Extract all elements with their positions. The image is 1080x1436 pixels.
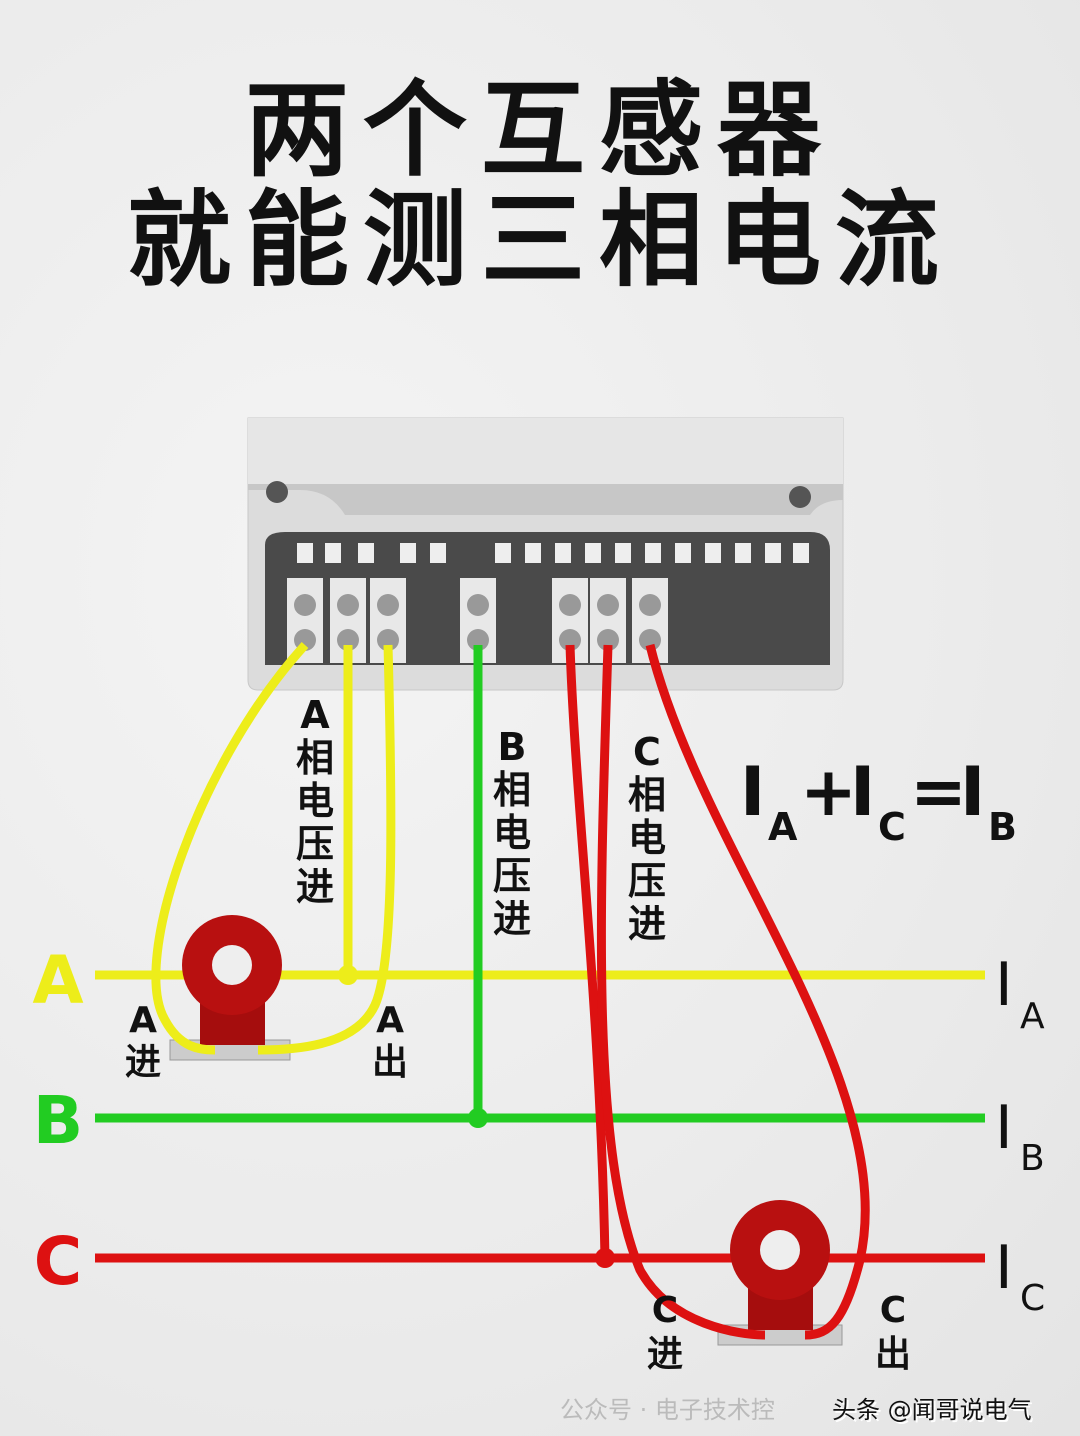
ct-label-a-in: 进 bbox=[125, 1042, 161, 1083]
current-transformer-c bbox=[717, 1200, 843, 1346]
formula-sub: A bbox=[768, 805, 798, 849]
watermark-main: 头条 @闻哥说电气 bbox=[832, 1396, 1032, 1424]
voltage-label-a: 压 bbox=[296, 822, 334, 866]
formula-i: I bbox=[960, 753, 985, 832]
phase-a-label: A bbox=[32, 942, 83, 1019]
screw-icon bbox=[266, 481, 288, 503]
terminal-slot bbox=[430, 543, 446, 563]
terminal-slot bbox=[705, 543, 721, 563]
current-ic-sub: C bbox=[1020, 1278, 1045, 1319]
phase-a-wires bbox=[151, 641, 396, 1055]
current-ib: I bbox=[995, 1093, 1013, 1163]
ct-label-a-out: 出 bbox=[372, 1042, 408, 1083]
current-ic: I bbox=[995, 1233, 1013, 1303]
current-labels: I A I B I C bbox=[995, 950, 1045, 1319]
terminal-slot bbox=[297, 543, 313, 563]
formula-plus: + bbox=[800, 753, 857, 832]
title-line-2: 就能测三相电流 bbox=[126, 179, 953, 301]
terminal-slot bbox=[585, 543, 601, 563]
terminal-slot bbox=[765, 543, 781, 563]
terminal-slot bbox=[615, 543, 631, 563]
voltage-label-c: 进 bbox=[628, 902, 666, 946]
ct-label-a-in: A bbox=[129, 1000, 157, 1041]
ct-label-c-in: 进 bbox=[647, 1334, 683, 1375]
terminal-screw bbox=[370, 578, 406, 663]
voltage-label-b: B bbox=[498, 725, 527, 769]
voltage-label-a: 电 bbox=[296, 779, 334, 823]
ct-label-c-out: C bbox=[880, 1290, 906, 1331]
voltage-label-b: 压 bbox=[493, 854, 531, 898]
current-transformer-a bbox=[169, 915, 291, 1061]
ct-label-a-out: A bbox=[376, 1000, 404, 1041]
junction-c bbox=[595, 1248, 615, 1268]
formula-sub: B bbox=[988, 805, 1017, 849]
ct-label-c-in: C bbox=[652, 1290, 678, 1331]
voltage-label-c: 相 bbox=[628, 773, 666, 817]
formula-i: I bbox=[850, 753, 875, 832]
formula-equals: = bbox=[910, 753, 967, 832]
voltage-label-b: 相 bbox=[493, 768, 531, 812]
junction-b bbox=[468, 1108, 488, 1128]
screw-icon bbox=[789, 486, 811, 508]
phase-b-label: B bbox=[33, 1082, 83, 1159]
terminal-slot bbox=[555, 543, 571, 563]
terminal-slot bbox=[358, 543, 374, 563]
watermark-faint: 公众号 · 电子技术控 bbox=[560, 1396, 775, 1424]
voltage-label-c: C bbox=[633, 730, 661, 774]
current-ia-sub: A bbox=[1020, 996, 1045, 1037]
formula-i: I bbox=[740, 753, 765, 832]
junction-a bbox=[338, 965, 358, 985]
phase-c-label: C bbox=[34, 1223, 82, 1300]
voltage-label-c: 电 bbox=[628, 816, 666, 860]
terminal-screw bbox=[330, 578, 366, 663]
terminal-slot bbox=[793, 543, 809, 563]
title-line-1: 两个互感器 bbox=[244, 69, 835, 191]
voltage-label-c: 压 bbox=[628, 859, 666, 903]
terminal-slot bbox=[525, 543, 541, 563]
formula-sub: C bbox=[878, 805, 906, 849]
phase-c-wires bbox=[565, 643, 870, 1340]
terminal-slot bbox=[495, 543, 511, 563]
terminal-slot bbox=[735, 543, 751, 563]
terminal-slot bbox=[400, 543, 416, 563]
voltage-label-a: A bbox=[300, 693, 330, 737]
ct-label-c-out: 出 bbox=[875, 1334, 911, 1375]
formula: I A + I C = I B bbox=[740, 753, 1017, 849]
voltage-label-b: 进 bbox=[493, 897, 531, 941]
terminal-slot bbox=[675, 543, 691, 563]
current-ib-sub: B bbox=[1020, 1138, 1045, 1179]
energy-meter bbox=[247, 417, 844, 691]
voltage-label-b: 电 bbox=[493, 811, 531, 855]
voltage-label-a: 相 bbox=[296, 736, 334, 780]
terminal-block bbox=[265, 532, 830, 665]
current-ia: I bbox=[995, 950, 1013, 1020]
terminal-slot bbox=[645, 543, 661, 563]
terminal-slot bbox=[325, 543, 341, 563]
voltage-label-a: 进 bbox=[296, 865, 334, 909]
